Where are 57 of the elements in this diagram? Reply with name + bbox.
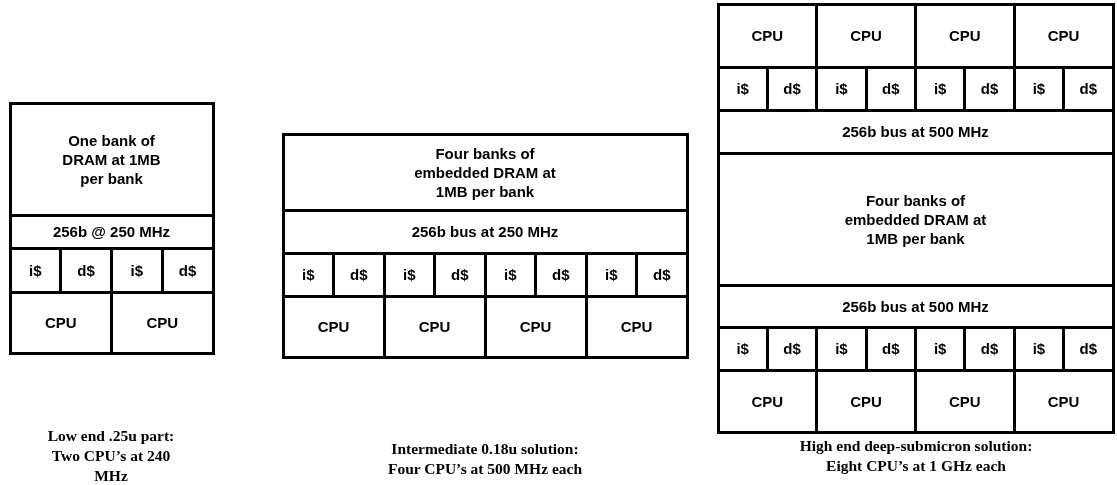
chip-outline bbox=[283, 134, 687, 357]
block-label: d$ bbox=[77, 260, 95, 280]
block-label: i$ bbox=[605, 265, 618, 284]
chip-outline bbox=[718, 4, 1113, 432]
block-label: i$ bbox=[302, 265, 315, 284]
block-label: One bank of DRAM at 1MB per bank bbox=[61, 130, 162, 188]
block-label: Four banks of embedded DRAM at 1MB per bank bbox=[413, 143, 557, 201]
block-label: i$ bbox=[1032, 79, 1046, 98]
block-label: d$ bbox=[980, 79, 999, 98]
block-label: d$ bbox=[178, 260, 197, 280]
caption: Low end .25u part: Two CPU’s at 240 MHz bbox=[46, 426, 176, 485]
block-label: d$ bbox=[1079, 339, 1098, 358]
block-label: CPU bbox=[418, 317, 451, 336]
block-label: d$ bbox=[653, 265, 671, 284]
block-label: CPU bbox=[317, 317, 350, 336]
block-label: d$ bbox=[783, 339, 801, 358]
block-label: CPU bbox=[949, 26, 981, 45]
block-label: CPU bbox=[850, 391, 882, 411]
block-label: d$ bbox=[552, 265, 570, 284]
block-label: CPU bbox=[146, 313, 179, 332]
block-label: 256b bus at 500 MHz bbox=[842, 122, 989, 141]
block-label: d$ bbox=[882, 339, 900, 358]
block-label: d$ bbox=[783, 79, 801, 98]
block-label: d$ bbox=[882, 79, 900, 98]
block-label: d$ bbox=[350, 265, 368, 284]
block-label: CPU bbox=[44, 313, 77, 332]
block-label: CPU bbox=[751, 26, 784, 45]
block-label: d$ bbox=[980, 339, 999, 358]
block-label: i$ bbox=[130, 260, 144, 280]
block-label: i$ bbox=[1032, 339, 1046, 358]
block-label: i$ bbox=[504, 265, 517, 284]
chip-outline bbox=[10, 103, 213, 353]
block-label: CPU bbox=[1047, 26, 1080, 45]
block-label: 256b bus at 500 MHz bbox=[842, 296, 989, 316]
block-label: CPU bbox=[751, 391, 784, 411]
block-label: i$ bbox=[835, 79, 848, 98]
block-label: i$ bbox=[736, 339, 749, 358]
block-label: i$ bbox=[933, 339, 947, 358]
block-label: d$ bbox=[451, 265, 469, 284]
memory-block bbox=[281, 132, 689, 212]
caption: Intermediate 0.18u solution: Four CPU’s at 500 MHz each bbox=[386, 439, 584, 479]
block-label: i$ bbox=[835, 339, 848, 358]
block-label: i$ bbox=[933, 79, 947, 98]
block-label: i$ bbox=[29, 260, 42, 280]
block-label: CPU bbox=[949, 391, 981, 411]
block-label: CPU bbox=[850, 26, 882, 45]
caption: High end deep-submicron solution: Eight CPU’s at 1 GHz each bbox=[798, 436, 1034, 476]
block-label: i$ bbox=[736, 79, 749, 98]
block-label: d$ bbox=[1079, 79, 1098, 98]
block-label: 256b bus at 250 MHz bbox=[411, 222, 559, 241]
memory-block bbox=[8, 101, 215, 217]
block-label: CPU bbox=[1047, 391, 1080, 411]
block-label: CPU bbox=[519, 317, 552, 336]
block-label: i$ bbox=[403, 265, 416, 284]
block-label: 256b @ 250 MHz bbox=[52, 222, 171, 241]
block-label: Four banks of embedded DRAM at 1MB per bank bbox=[843, 190, 988, 248]
block-label: CPU bbox=[620, 317, 653, 336]
